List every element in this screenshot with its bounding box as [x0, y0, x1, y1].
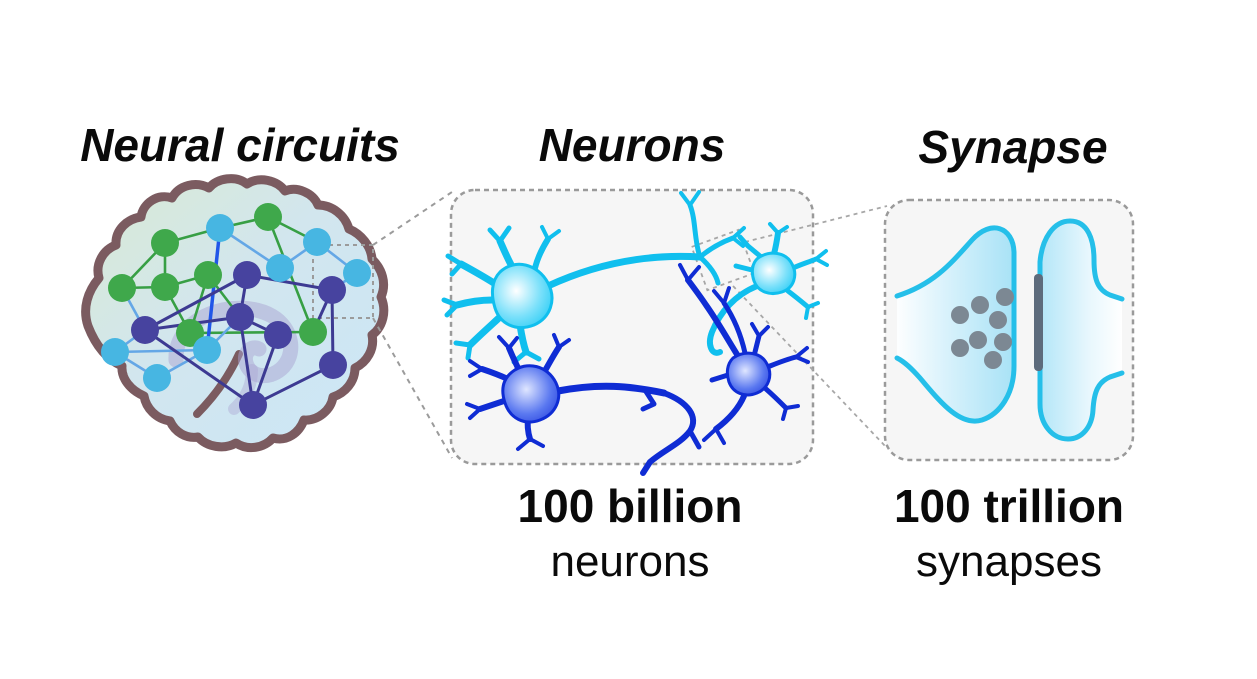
blue-neuron-left-soma [501, 364, 561, 424]
presynaptic-terminal [894, 225, 1017, 424]
title-neural-circuits: Neural circuits [80, 119, 400, 171]
cyan-neuron-right-soma [750, 251, 797, 296]
title-synapse: Synapse [918, 121, 1108, 173]
cyan-neuron-left-soma [490, 262, 554, 330]
network-nodes [101, 203, 371, 419]
synapses-count-value: 100 trillion [893, 480, 1125, 532]
neurons-count-value: 100 billion [517, 480, 743, 532]
blue-neuron-right [678, 263, 810, 445]
synapses-count-unit: synapses [916, 537, 1102, 586]
brainstem-fold-line [193, 350, 243, 418]
zoom-region-square [312, 244, 374, 319]
neurons-icon [441, 190, 829, 476]
zoom-connector-brain-to-neurons [372, 191, 453, 459]
postsynaptic-density-bar [1034, 274, 1043, 371]
title-neurons: Neurons [538, 119, 726, 171]
synapse-icon [894, 218, 1125, 442]
neurons-count-caption: 100 billion neurons [518, 478, 743, 590]
cyan-neuron-right [707, 222, 829, 356]
blue-neuron-left [465, 333, 702, 476]
synapses-count-caption: 100 trillion synapses [894, 478, 1124, 590]
brain-network-icon [81, 174, 389, 453]
cyan-neuron-left [441, 190, 746, 365]
blue-neuron-right-soma [725, 351, 772, 397]
neurons-count-unit: neurons [550, 537, 710, 586]
postsynaptic-terminal [1040, 221, 1122, 439]
vesicle-dots [951, 288, 1014, 369]
